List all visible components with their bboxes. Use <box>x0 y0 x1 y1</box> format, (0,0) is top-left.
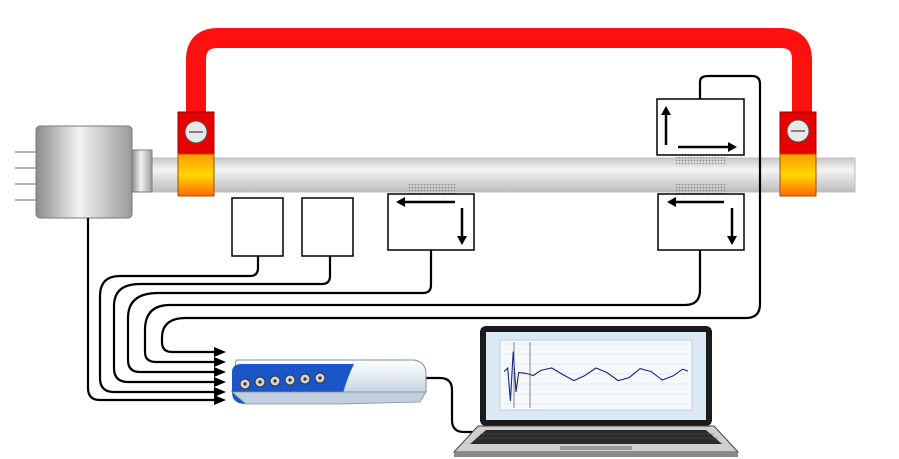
gray-cylinder-icon <box>15 125 153 219</box>
cable-end-device <box>86 218 216 402</box>
couplant-right-upper <box>676 156 726 166</box>
laptop-icon <box>452 326 740 457</box>
cable-sensor-1 <box>98 256 260 394</box>
waveform-trace <box>503 351 689 402</box>
arrow-box-icon <box>657 193 745 251</box>
main-pipe <box>149 157 856 193</box>
signal-cables <box>86 74 762 434</box>
cable-transducer-right-lower <box>143 250 702 364</box>
arrow-box-icon <box>656 98 745 156</box>
left-clamp-icon <box>177 111 215 197</box>
couplant-left <box>408 184 456 194</box>
cable-usb-laptop <box>425 376 492 434</box>
arrow-box-icon <box>387 193 475 251</box>
red-return-loop <box>186 28 812 115</box>
input-arrowheads <box>214 347 226 405</box>
plot-area <box>499 339 693 411</box>
right-clamp-icon <box>779 111 817 197</box>
cable-transducer-left <box>126 250 433 374</box>
couplant-right-lower <box>676 184 726 194</box>
cable-sensor-2 <box>112 256 332 384</box>
box-sensor-icon <box>301 197 354 257</box>
box-sensor-icon <box>231 197 284 257</box>
cable-transducer-right-upper <box>160 74 762 354</box>
usb-daq-unit-icon <box>230 359 427 405</box>
